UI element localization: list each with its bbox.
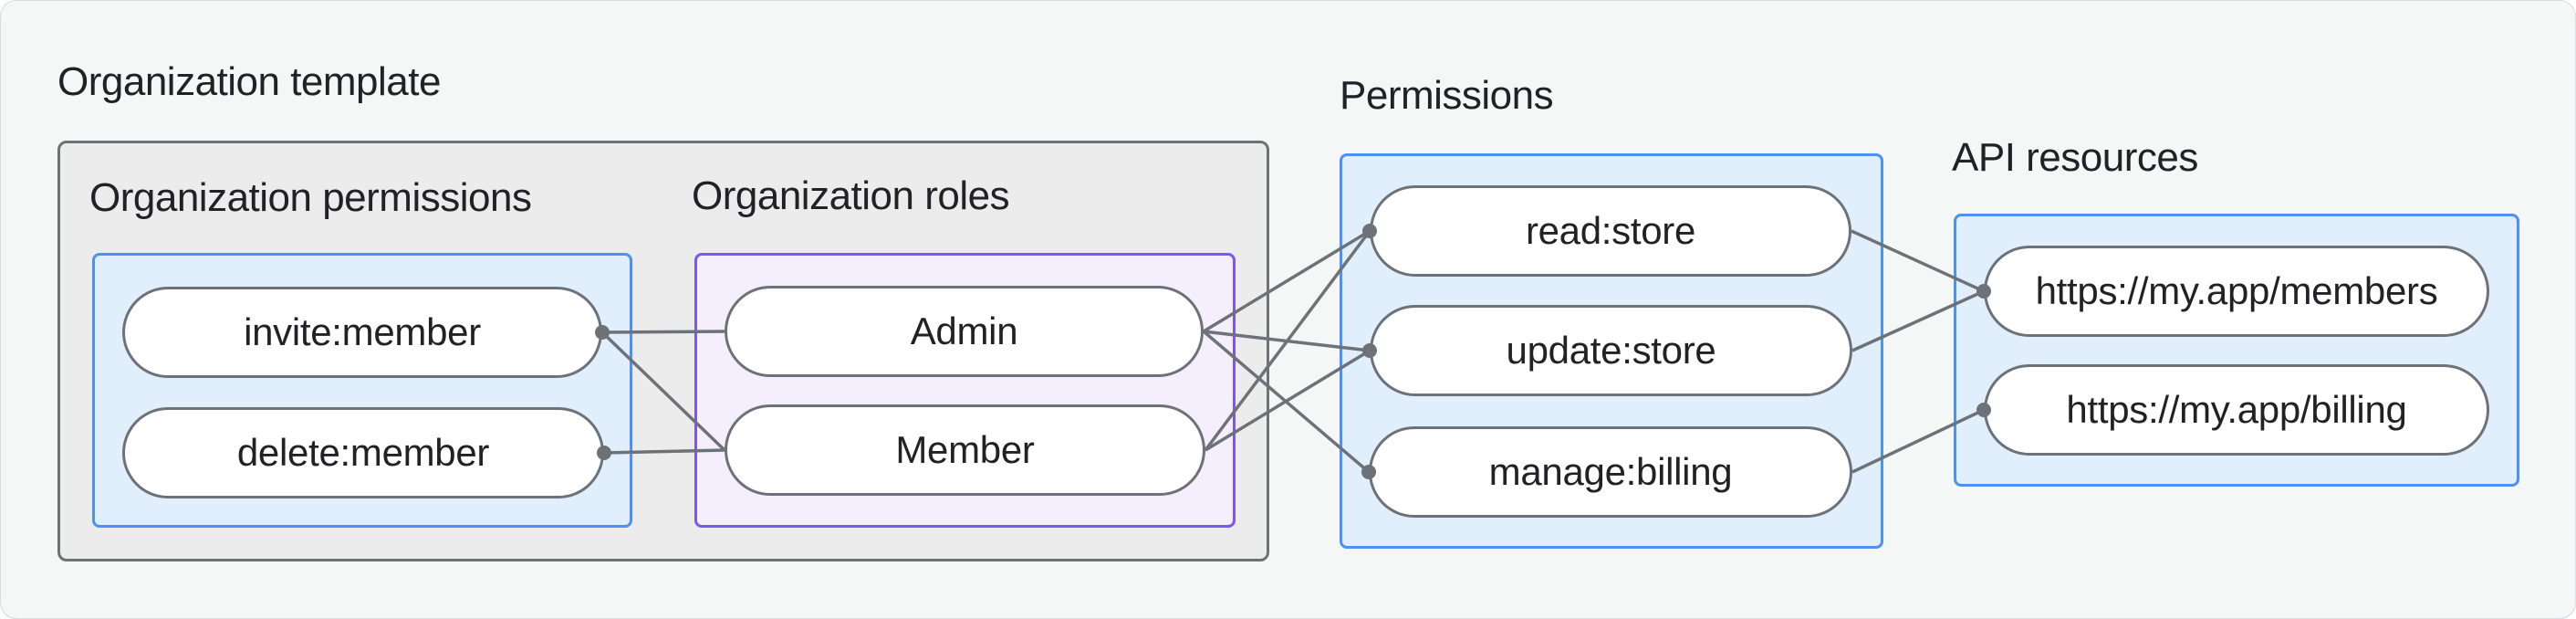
org-roles-label: Organization roles (692, 173, 1010, 218)
node-admin: Admin (725, 286, 1204, 377)
node-members-url: https://my.app/members (1984, 246, 2489, 337)
node-invite-member: invite:member (122, 287, 602, 378)
node-read-store: read:store (1370, 185, 1851, 277)
node-billing-url: https://my.app/billing (1984, 364, 2489, 456)
org-permissions-label: Organization permissions (89, 175, 532, 220)
node-delete-member: delete:member (122, 407, 604, 498)
permissions-label: Permissions (1340, 73, 1554, 118)
diagram-title: Organization template (57, 59, 441, 104)
node-member: Member (725, 404, 1205, 496)
node-manage-billing: manage:billing (1369, 426, 1852, 518)
api-resources-label: API resources (1952, 135, 2198, 180)
node-update-store: update:store (1370, 305, 1852, 396)
